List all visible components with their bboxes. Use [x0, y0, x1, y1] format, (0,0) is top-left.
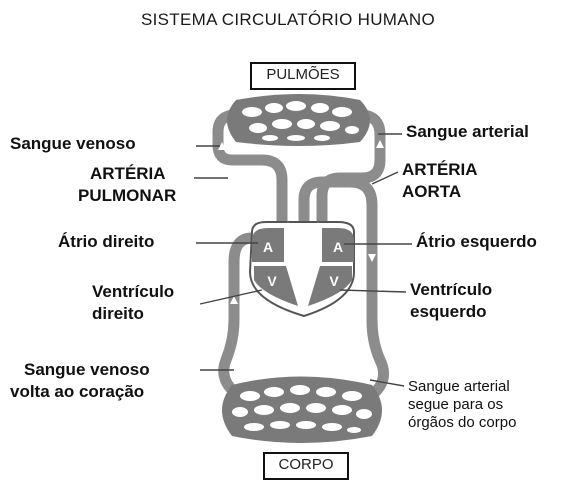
label-arteria-aorta-1: ARTÉRIA	[402, 160, 478, 180]
label-sangue-venoso-volta-1: Sangue venoso	[24, 360, 150, 380]
label-arteria-pulmonar-2: PULMONAR	[78, 186, 176, 206]
letter-right-ventricle: V	[267, 273, 277, 289]
label-arteria-aorta-2: AORTA	[402, 182, 461, 202]
label-sangue-arterial: Sangue arterial	[406, 122, 529, 142]
label-ventriculo-direito-1: Ventrículo	[92, 282, 174, 302]
heart	[250, 222, 354, 316]
label-atrio-direito: Átrio direito	[58, 232, 154, 252]
lung-capillary-bed	[227, 94, 370, 146]
letter-left-ventricle: V	[329, 273, 339, 289]
label-sangue-arterial-segue-2: segue para os	[408, 396, 503, 413]
label-atrio-esquerdo: Átrio esquerdo	[416, 232, 537, 252]
label-sangue-arterial-segue-3: órgãos do corpo	[408, 414, 516, 431]
body-capillary-bed	[222, 377, 382, 444]
label-sangue-venoso: Sangue venoso	[10, 134, 136, 154]
letter-left-atrium: A	[333, 239, 343, 255]
label-ventriculo-esquerdo-2: esquerdo	[410, 302, 487, 322]
label-sangue-venoso-volta-2: volta ao coração	[10, 382, 144, 402]
label-sangue-arterial-segue-1: Sangue arterial	[408, 378, 510, 395]
label-arteria-pulmonar-1: ARTÉRIA	[90, 164, 166, 184]
label-ventriculo-esquerdo-1: Ventrículo	[410, 280, 492, 300]
label-ventriculo-direito-2: direito	[92, 304, 144, 324]
letter-right-atrium: A	[263, 239, 273, 255]
